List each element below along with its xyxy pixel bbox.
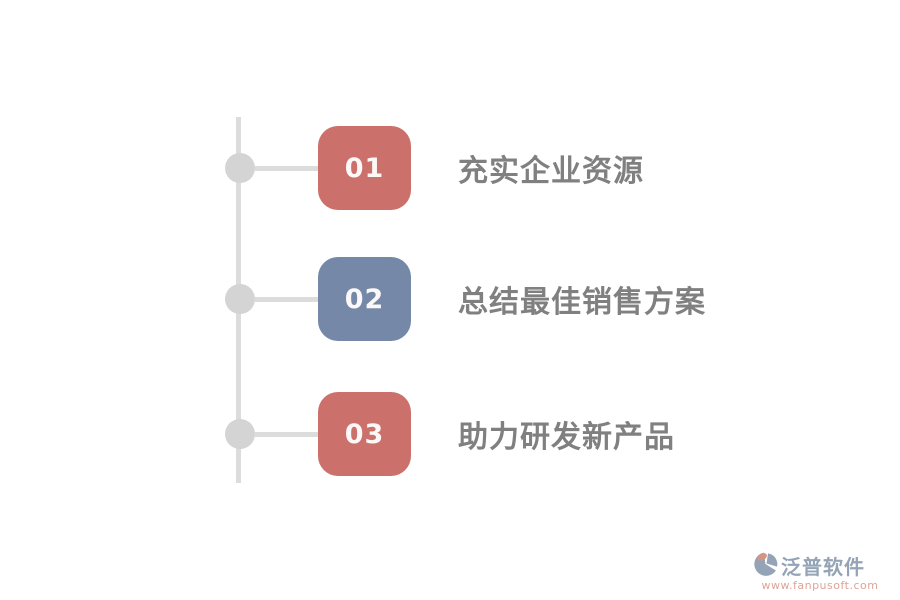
step-title: 充实企业资源	[458, 154, 644, 189]
timeline-step-1: 01 充实企业资源	[225, 126, 644, 210]
step-title: 助力研发新产品	[458, 420, 675, 455]
timeline-connector	[255, 165, 318, 171]
timeline-step-2: 02 总结最佳销售方案	[225, 257, 706, 341]
timeline-connector	[255, 431, 318, 437]
timeline-node-icon	[225, 419, 255, 449]
step-title: 总结最佳销售方案	[458, 285, 706, 320]
fanpu-logo-icon	[754, 551, 779, 580]
step-number-badge: 02	[318, 257, 411, 341]
brand-watermark: 泛普软件 www.fanpusoft.com	[754, 551, 886, 592]
timeline-connector	[255, 296, 318, 302]
brand-url: www.fanpusoft.com	[761, 579, 879, 592]
timeline-step-3: 03 助力研发新产品	[225, 392, 675, 476]
timeline-node-icon	[225, 153, 255, 183]
step-number-badge: 01	[318, 126, 411, 210]
timeline-node-icon	[225, 284, 255, 314]
brand-name: 泛普软件	[781, 555, 865, 579]
step-number-badge: 03	[318, 392, 411, 476]
